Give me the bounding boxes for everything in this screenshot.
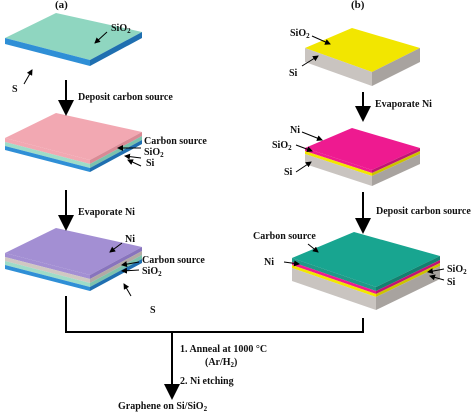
label-a3-s: S bbox=[150, 305, 156, 316]
step-a1: Deposit carbon source bbox=[78, 92, 173, 103]
label-b3-si: Si bbox=[447, 277, 456, 288]
pointer-b2-sio2 bbox=[295, 144, 313, 153]
slab-b3 bbox=[292, 232, 440, 310]
step-a2: Evaporate Ni bbox=[78, 207, 135, 218]
pointer-b2-si bbox=[295, 161, 312, 173]
label-b3-sio2: SiO2 bbox=[447, 264, 467, 276]
slab-a2-si-front bbox=[5, 146, 90, 172]
label-b2-sio2: SiO2 bbox=[272, 140, 292, 152]
label-a2-carbon: Carbon source bbox=[144, 136, 207, 147]
label-a1-s: S bbox=[12, 84, 18, 95]
label-a3-carbon: Carbon source bbox=[142, 255, 205, 266]
slab-a2-sio2-front bbox=[5, 142, 90, 168]
slab-a2 bbox=[5, 113, 142, 172]
slab-b2 bbox=[305, 128, 420, 186]
slab-b2-top bbox=[305, 128, 420, 170]
pointer-a1-si bbox=[23, 69, 33, 85]
pointer-b1-si bbox=[301, 55, 319, 67]
slab-b1 bbox=[305, 28, 420, 86]
slab-b3-top bbox=[292, 232, 440, 287]
slab-a1 bbox=[5, 13, 142, 66]
step-b2: Deposit carbon source bbox=[376, 206, 471, 217]
step-final-etch: 2. Ni etching bbox=[180, 376, 234, 387]
label-a2-si: Si bbox=[146, 158, 155, 169]
slab-a3 bbox=[5, 228, 142, 291]
slab-b1-side-right bbox=[372, 48, 420, 86]
result-label: Graphene on Si/SiO2 bbox=[118, 401, 208, 413]
label-b2-ni: Ni bbox=[290, 125, 300, 136]
pointer-a3-ni bbox=[109, 242, 123, 253]
slab-a1-top bbox=[5, 13, 142, 60]
step-final-anneal: 1. Anneal at 1000 °C bbox=[180, 344, 268, 355]
pointer-b3-carbon bbox=[307, 243, 319, 253]
step-b1: Evaporate Ni bbox=[375, 99, 432, 110]
slab-a3-top bbox=[5, 228, 142, 275]
pointer-a3-sio2 bbox=[121, 267, 140, 274]
slab-b1-top bbox=[305, 28, 420, 72]
pointer-a3-si bbox=[123, 283, 132, 297]
label-a3-sio2: SiO2 bbox=[142, 266, 162, 278]
label-b1-si: Si bbox=[289, 68, 298, 79]
pointer-a3-carbon bbox=[121, 261, 140, 268]
slab-a2-carbon-front bbox=[5, 138, 90, 164]
slab-a1-side-left bbox=[5, 38, 90, 66]
label-b3-ni: Ni bbox=[264, 257, 274, 268]
label-b1-sio2: SiO2 bbox=[290, 28, 310, 40]
pointer-a2-si bbox=[127, 159, 142, 167]
panel-label-b: (b) bbox=[351, 0, 365, 11]
slab-a2-top bbox=[5, 113, 142, 160]
slab-b1-side-left bbox=[305, 48, 372, 86]
label-a2-sio2: SiO2 bbox=[144, 147, 164, 159]
label-a1-sio2: SiO2 bbox=[111, 23, 131, 35]
pointer-b3-si bbox=[429, 274, 445, 281]
label-b3-carbon: Carbon source bbox=[253, 231, 316, 242]
pointer-b3-ni bbox=[283, 260, 300, 267]
label-b2-si: Si bbox=[284, 167, 293, 178]
pointer-a2-sio2 bbox=[124, 153, 142, 160]
slab-a1-side-right bbox=[90, 32, 142, 66]
slab-a3-gray-front bbox=[5, 257, 90, 283]
step-final-gas: (Ar/H2) bbox=[205, 357, 238, 369]
panel-label-a: (a) bbox=[55, 0, 68, 11]
merge-line bbox=[65, 296, 364, 333]
pointer-b3-sio2 bbox=[427, 268, 445, 275]
pointer-a1-sio2 bbox=[94, 31, 108, 44]
pointer-b1-sio2 bbox=[311, 35, 331, 45]
label-a3-ni: Ni bbox=[125, 234, 135, 245]
pointer-b2-ni bbox=[301, 131, 323, 141]
